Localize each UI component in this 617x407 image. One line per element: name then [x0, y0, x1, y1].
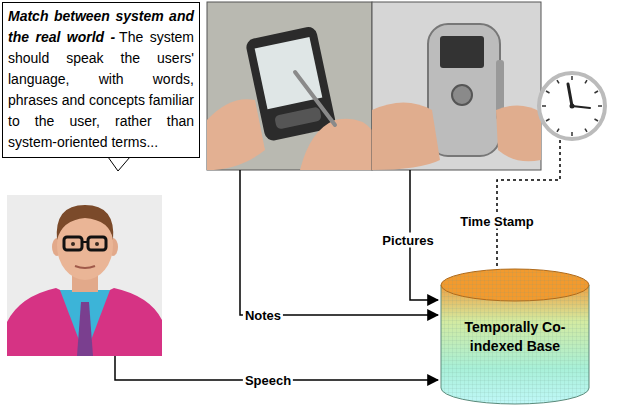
line-label: Pictures — [380, 233, 435, 248]
clock-tick — [557, 80, 559, 83]
presenter-photo — [57, 205, 114, 240]
line-label: Speech — [243, 373, 293, 388]
clock-tick — [571, 76, 573, 80]
camera-photo — [428, 24, 500, 156]
clock-tick — [598, 105, 602, 107]
database-text: Temporally Co-indexed Base — [449, 318, 581, 356]
presenter-photo — [82, 241, 88, 243]
pda-photo — [274, 106, 322, 129]
presenter-photo — [7, 288, 162, 356]
clock-picture — [570, 104, 575, 109]
clock-picture — [568, 84, 572, 106]
clock-tick — [546, 119, 549, 121]
camera-photo — [372, 2, 541, 170]
node-heading: Temporally Co-indexed Base — [449, 318, 581, 356]
clock-picture — [539, 73, 605, 139]
clock-tick — [585, 80, 587, 83]
clock-picture — [572, 106, 590, 108]
pda-photo — [295, 72, 335, 125]
callout-bubble: Match between system and the real world … — [2, 2, 200, 158]
presenter-photo — [71, 242, 75, 246]
clock-tick — [546, 91, 549, 93]
clock-picture — [539, 73, 605, 139]
clock-tick — [595, 119, 598, 121]
line-label: Notes — [243, 308, 283, 323]
camera-photo — [372, 2, 541, 170]
pda-photo — [207, 2, 372, 170]
camera-photo — [496, 105, 541, 161]
presenter-photo — [88, 237, 106, 250]
camera-photo — [440, 36, 484, 68]
pda-photo — [255, 37, 323, 109]
presenter-photo — [77, 302, 93, 356]
presenter-photo — [7, 195, 162, 356]
node-body: The system should speak the users' langu… — [8, 29, 194, 150]
camera-photo — [372, 103, 440, 171]
clock-tick — [595, 91, 598, 93]
cylinder-top-grid — [441, 269, 589, 301]
notes-line — [240, 170, 438, 315]
presenter-photo — [60, 290, 110, 356]
clock-tick — [542, 105, 546, 107]
camera-photo — [452, 85, 472, 105]
cylinder-body — [441, 285, 589, 404]
line-label: Time Stamp — [458, 214, 535, 229]
presenter-photo — [7, 195, 162, 356]
pda-photo — [245, 25, 337, 142]
cylinder-shape — [440, 268, 590, 405]
presenter-photo — [95, 242, 99, 246]
database-cylinder: Temporally Co-indexed Base — [440, 268, 590, 405]
clock-tick — [571, 132, 573, 136]
pda-photo — [245, 25, 337, 142]
presenter-photo — [64, 237, 82, 250]
clock-tick — [557, 129, 559, 132]
cylinder-top — [441, 269, 589, 301]
time-stamp-line — [497, 140, 560, 282]
pda-photo — [207, 2, 372, 170]
callout-tail — [108, 157, 130, 171]
clock-tick — [585, 129, 587, 132]
pda-photo — [207, 99, 265, 170]
cylinder-grid — [441, 285, 589, 404]
presenter-photo — [75, 266, 95, 268]
